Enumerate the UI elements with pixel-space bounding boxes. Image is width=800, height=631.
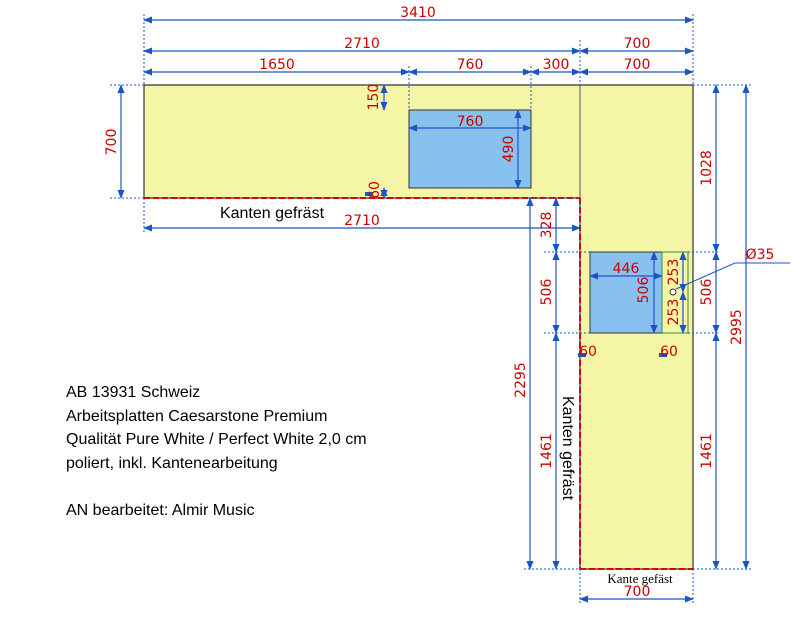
dim-lower-left: 1461	[539, 433, 555, 469]
label-milled-edge-bottom: Kante gefäst	[607, 571, 673, 586]
dim-hob-side-offset-left: 60	[579, 344, 597, 360]
info-quality: Qualität Pure White / Perfect White 2,0 …	[66, 431, 367, 448]
dim-inner-length: 2295	[513, 362, 529, 398]
dim-left-depth: 700	[104, 129, 120, 156]
dim-sink-to-corner: 300	[543, 57, 570, 73]
info-editor: AN bearbeitet: Almir Music	[66, 501, 255, 519]
dim-offset-to-sink: 1650	[259, 57, 295, 73]
dim-sink-depth: 490	[501, 136, 517, 163]
dim-front-edge: 2710	[344, 213, 380, 229]
dim-hob-half-bottom: 253	[666, 299, 682, 326]
dim-right-section-2: 700	[624, 57, 651, 73]
dim-sink-back-offset: 150	[366, 84, 382, 111]
dim-sink-front-offset: 60	[367, 181, 383, 199]
info-block: AB 13931 Schweiz Arbeitsplatten Caesarst…	[66, 381, 367, 522]
label-milled-edges-right: Kanten gefräst	[559, 396, 576, 501]
offset-markers	[365, 192, 667, 357]
sink-cutout	[408, 109, 532, 189]
dim-right-total: 2995	[729, 309, 745, 345]
info-spacer	[66, 475, 367, 499]
dim-tap-hole: Ø35	[746, 247, 775, 263]
dim-bottom-width: 700	[624, 584, 651, 600]
info-material: Arbeitsplatten Caesarstone Premium	[66, 407, 328, 425]
dim-hob-depth-right: 506	[699, 279, 715, 306]
info-order-number: AB 13931 Schweiz	[66, 384, 201, 401]
info-finish: poliert, inkl. Kantenearbeitung	[66, 454, 278, 472]
dim-right-upper: 1028	[699, 150, 715, 186]
dim-hob-half-top: 253	[666, 259, 682, 286]
dim-right-section: 700	[624, 36, 651, 52]
dim-overall-width: 3410	[400, 5, 436, 21]
label-milled-edges-left: Kanten gefräst	[220, 205, 325, 222]
extension-lines	[110, 14, 752, 604]
dim-hob-width: 446	[613, 261, 640, 277]
dim-hob-depth-inner: 506	[636, 277, 652, 304]
dim-corner-offset: 328	[539, 212, 555, 239]
tap-hole	[669, 288, 677, 296]
dim-sink-opening: 760	[457, 57, 484, 73]
dim-lower-right: 1461	[699, 433, 715, 469]
dim-hob-depth-left: 506	[539, 279, 555, 306]
dim-sink-width: 760	[457, 114, 484, 130]
dim-hob-side-offset-right: 60	[660, 344, 678, 360]
hob-cutout	[589, 251, 663, 334]
dim-left-section: 2710	[344, 36, 380, 52]
